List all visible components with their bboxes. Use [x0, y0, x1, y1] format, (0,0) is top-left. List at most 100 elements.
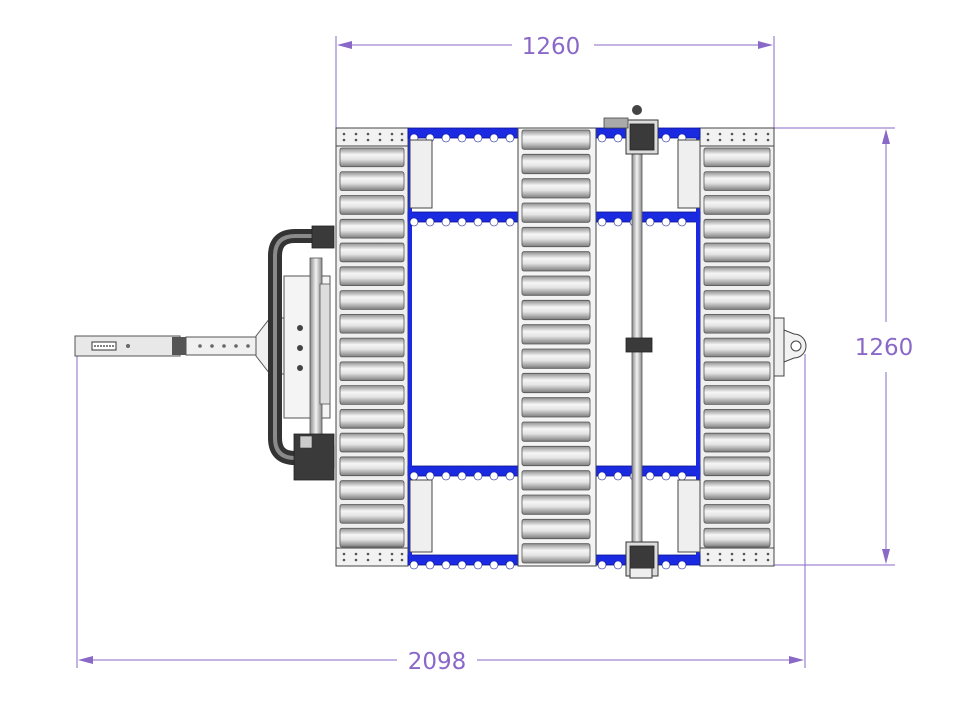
- frame-notch: [505, 560, 515, 570]
- frame-notch: [409, 217, 419, 227]
- roller: [339, 385, 405, 405]
- frame-notch: [597, 560, 607, 570]
- roller: [703, 361, 771, 382]
- frame-notch: [473, 217, 483, 227]
- frame-notch: [457, 471, 467, 481]
- rivet-hole: [354, 558, 358, 562]
- frame-notch: [661, 560, 671, 570]
- rivet-hole: [706, 138, 710, 142]
- rivet-hole: [378, 132, 382, 136]
- roller: [521, 397, 591, 418]
- frame-notch: [409, 560, 419, 570]
- roller: [703, 218, 771, 239]
- lock-rod: [603, 105, 659, 579]
- roller: [703, 266, 771, 286]
- roller: [703, 480, 771, 500]
- rivet-hole: [754, 132, 758, 136]
- roller: [521, 518, 591, 540]
- roller: [339, 171, 405, 191]
- frame-notch: [505, 217, 515, 227]
- roller: [339, 147, 405, 168]
- roller: [703, 337, 771, 358]
- frame-notch: [473, 471, 483, 481]
- frame-notch: [425, 560, 435, 570]
- brake-mechanism: [283, 257, 335, 481]
- dimension-right: 1260: [774, 127, 913, 566]
- roller: [521, 494, 591, 515]
- rivet-hole: [400, 132, 404, 136]
- rivet-hole: [766, 132, 770, 136]
- roller: [521, 543, 591, 564]
- frame-notch: [613, 217, 623, 227]
- rivet-hole: [718, 138, 722, 142]
- tow-bar: [74, 317, 291, 375]
- frame-notch: [505, 133, 515, 143]
- frame-notch: [473, 133, 483, 143]
- roller: [703, 195, 771, 215]
- rivet-hole: [366, 552, 370, 556]
- roller: [703, 242, 771, 263]
- frame-notch: [645, 217, 655, 227]
- frame-notch: [505, 471, 515, 481]
- roller: [521, 275, 591, 296]
- roller: [339, 290, 405, 310]
- roller: [521, 470, 591, 491]
- rivet-hole: [706, 132, 710, 136]
- frame-notch: [473, 560, 483, 570]
- rivet-hole: [366, 132, 370, 136]
- frame-notch: [597, 133, 607, 143]
- frame-notch: [441, 560, 451, 570]
- dimension-bottom: 2098: [76, 336, 806, 675]
- rivet-hole: [754, 138, 758, 142]
- frame-notch: [489, 471, 499, 481]
- rivet-hole: [754, 552, 758, 556]
- frame-notch: [441, 471, 451, 481]
- rivet-hole: [366, 138, 370, 142]
- rivet-hole: [354, 552, 358, 556]
- roller: [339, 361, 405, 382]
- rivet-hole: [342, 552, 346, 556]
- rivet-hole: [342, 558, 346, 562]
- rivet-hole: [742, 552, 746, 556]
- roller: [703, 527, 771, 548]
- rivet-hole: [390, 558, 394, 562]
- frame-notch: [489, 560, 499, 570]
- roller: [521, 421, 591, 442]
- left-roller-track: [335, 127, 409, 567]
- rear-coupling-eye: [773, 317, 807, 377]
- roller: [521, 348, 591, 369]
- frame-notch: [425, 217, 435, 227]
- frame-notch: [457, 217, 467, 227]
- rivet-hole: [718, 558, 722, 562]
- roller: [339, 409, 405, 429]
- rivet-hole: [706, 552, 710, 556]
- roller: [703, 409, 771, 429]
- corner-gussets: [409, 139, 701, 553]
- dimension-label-total-length: 2098: [408, 649, 467, 675]
- roller: [703, 147, 771, 168]
- frame-notch: [661, 133, 671, 143]
- rivet-hole: [730, 132, 734, 136]
- rivet-hole: [718, 132, 722, 136]
- roller: [703, 171, 771, 191]
- frame-notch: [661, 471, 671, 481]
- rivet-hole: [718, 552, 722, 556]
- roller: [339, 527, 405, 548]
- frame-notch: [677, 217, 687, 227]
- roller: [703, 504, 771, 524]
- frame-notch: [441, 217, 451, 227]
- roller: [339, 266, 405, 286]
- roller: [703, 290, 771, 310]
- frame-notch: [457, 133, 467, 143]
- roller: [521, 445, 591, 467]
- roller: [521, 372, 591, 394]
- frame-notch: [425, 471, 435, 481]
- roller: [521, 299, 591, 321]
- frame-notch: [457, 560, 467, 570]
- roller: [703, 432, 771, 453]
- rivet-hole: [730, 552, 734, 556]
- frame-notch: [677, 560, 687, 570]
- roller: [521, 178, 591, 199]
- frame-notch: [597, 471, 607, 481]
